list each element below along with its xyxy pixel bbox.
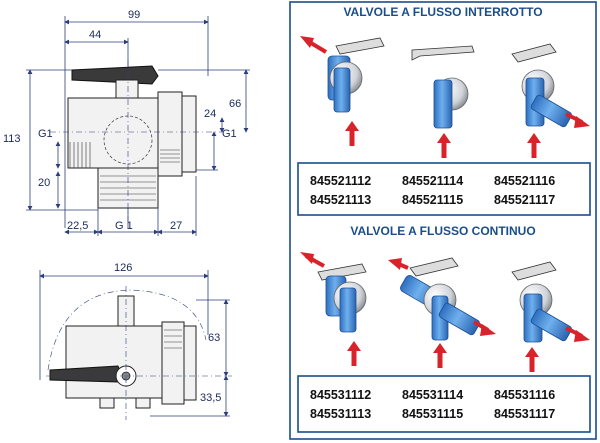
dim-20: 20	[38, 177, 50, 189]
dim-33-5: 33,5	[200, 392, 221, 404]
continuous-flow-illustrations	[300, 252, 590, 372]
code-845521116: 845521116	[494, 174, 555, 188]
code-845531116: 845531116	[494, 388, 555, 402]
union-nut	[157, 91, 183, 177]
code-845531112: 845531112	[310, 388, 371, 402]
interrupted-flow-illustrations	[300, 36, 590, 158]
code-845531113: 845531113	[310, 407, 371, 421]
code-845521117: 845521117	[494, 193, 555, 207]
dim-63: 63	[208, 332, 220, 344]
dim-24: 24	[204, 108, 216, 120]
dim-99: 99	[128, 9, 140, 21]
dim-126: 126	[114, 262, 132, 274]
codes-box-interrupted	[297, 162, 591, 216]
valve-handle	[71, 65, 159, 85]
dim-g1-left: G1	[38, 128, 53, 140]
dim-66: 66	[229, 98, 241, 110]
code-845521112: 845521112	[310, 174, 371, 188]
code-845531117: 845531117	[494, 407, 555, 421]
dim-44: 44	[89, 29, 101, 41]
top-view-drawing: 126 63 33,5	[39, 262, 232, 420]
dim-g1-right: G1	[222, 128, 237, 140]
dim-113: 113	[3, 133, 21, 145]
code-845531114: 845531114	[402, 388, 463, 402]
valve-body-top	[65, 325, 163, 399]
code-845521113: 845521113	[310, 193, 371, 207]
dim-27: 27	[170, 220, 182, 232]
section-title-continuous: VALVOLE A FLUSSO CONTINUO	[350, 224, 535, 238]
valve-illustration-1	[300, 36, 385, 146]
valve-body	[67, 97, 159, 169]
valve-illustration-3	[511, 43, 590, 158]
code-845521114: 845521114	[402, 174, 463, 188]
dim-22-5: 22,5	[67, 220, 88, 232]
code-845521115: 845521115	[402, 193, 463, 207]
side-view-drawing: 99 44	[3, 9, 250, 236]
section-title-interrupted: VALVOLE A FLUSSO INTERROTTO	[343, 5, 542, 19]
valve-illustration-6	[511, 261, 590, 372]
code-845531115: 845531115	[402, 407, 463, 421]
valve-illustration-4	[300, 252, 367, 366]
codes-box-continuous	[297, 375, 591, 433]
valve-illustration-5	[388, 257, 496, 368]
dim-g1-bottom: G 1	[115, 220, 133, 232]
valve-illustration-2	[411, 45, 475, 158]
